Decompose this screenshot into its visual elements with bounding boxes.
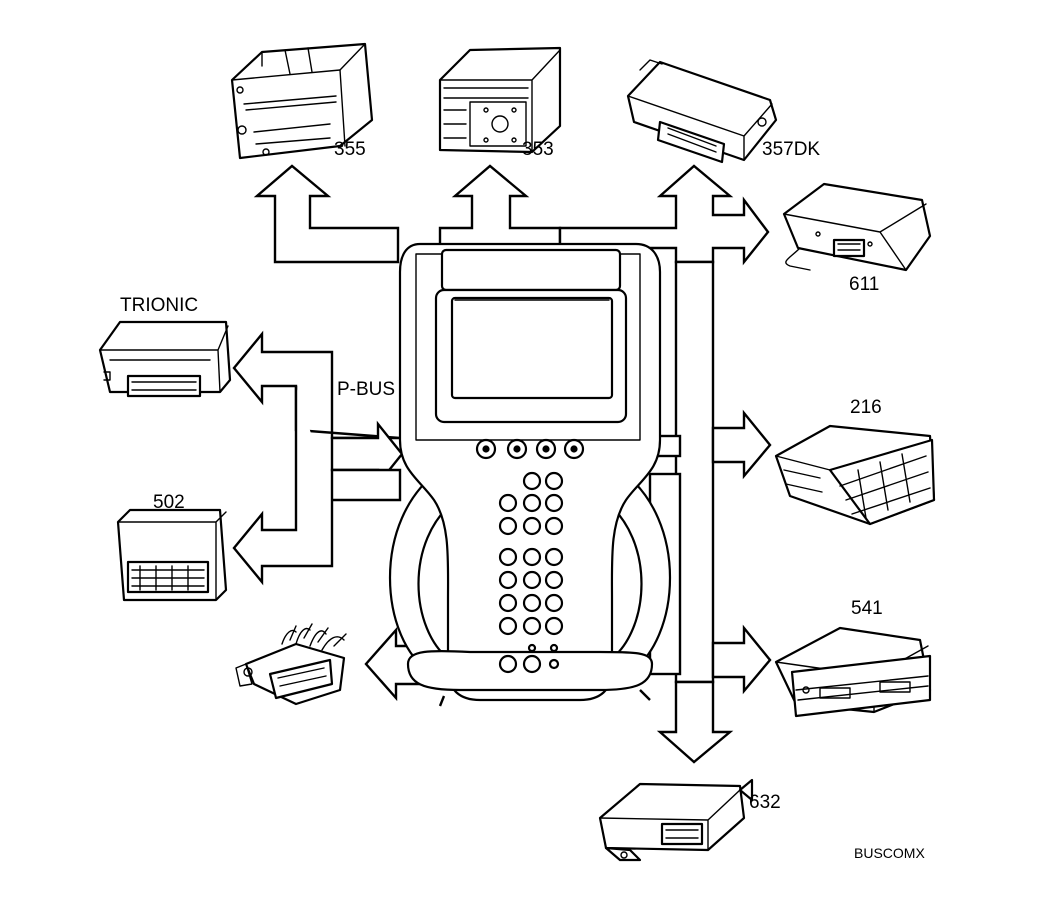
module-632 [598, 778, 754, 862]
module-502 [116, 508, 228, 602]
label-353: 353 [522, 139, 554, 160]
label-632: 632 [749, 792, 781, 813]
bus-arrows [232, 164, 772, 764]
module-611 [782, 182, 932, 272]
arrow-to-353 [438, 164, 562, 250]
figure-code: BUSCOMX [854, 845, 925, 861]
function-keys [475, 438, 585, 460]
diagnostic-tool [389, 242, 671, 702]
right-spine [674, 260, 715, 684]
module-216 [774, 424, 936, 526]
tool-cable [438, 689, 651, 707]
arrow-to-632 [656, 680, 734, 764]
keypad [498, 471, 564, 674]
label-611: 611 [849, 274, 880, 295]
module-353 [438, 46, 562, 154]
label-trionic: TRIONIC [120, 295, 199, 316]
arrow-to-355 [253, 164, 400, 264]
label-355: 355 [334, 139, 366, 160]
arrow-to-541 [711, 624, 772, 695]
arrow-to-502 [232, 386, 402, 586]
label-357dk: 357DK [762, 139, 821, 160]
module-trionic [98, 320, 232, 398]
module-541 [774, 626, 932, 718]
arrow-to-216 [711, 409, 772, 480]
label-pbus: P-BUS [337, 379, 396, 400]
label-216: 216 [850, 397, 882, 418]
diagnostic-connector [235, 623, 347, 706]
module-357dk [626, 59, 778, 164]
label-502: 502 [153, 492, 185, 513]
module-355 [230, 42, 374, 160]
label-541: 541 [851, 598, 883, 619]
